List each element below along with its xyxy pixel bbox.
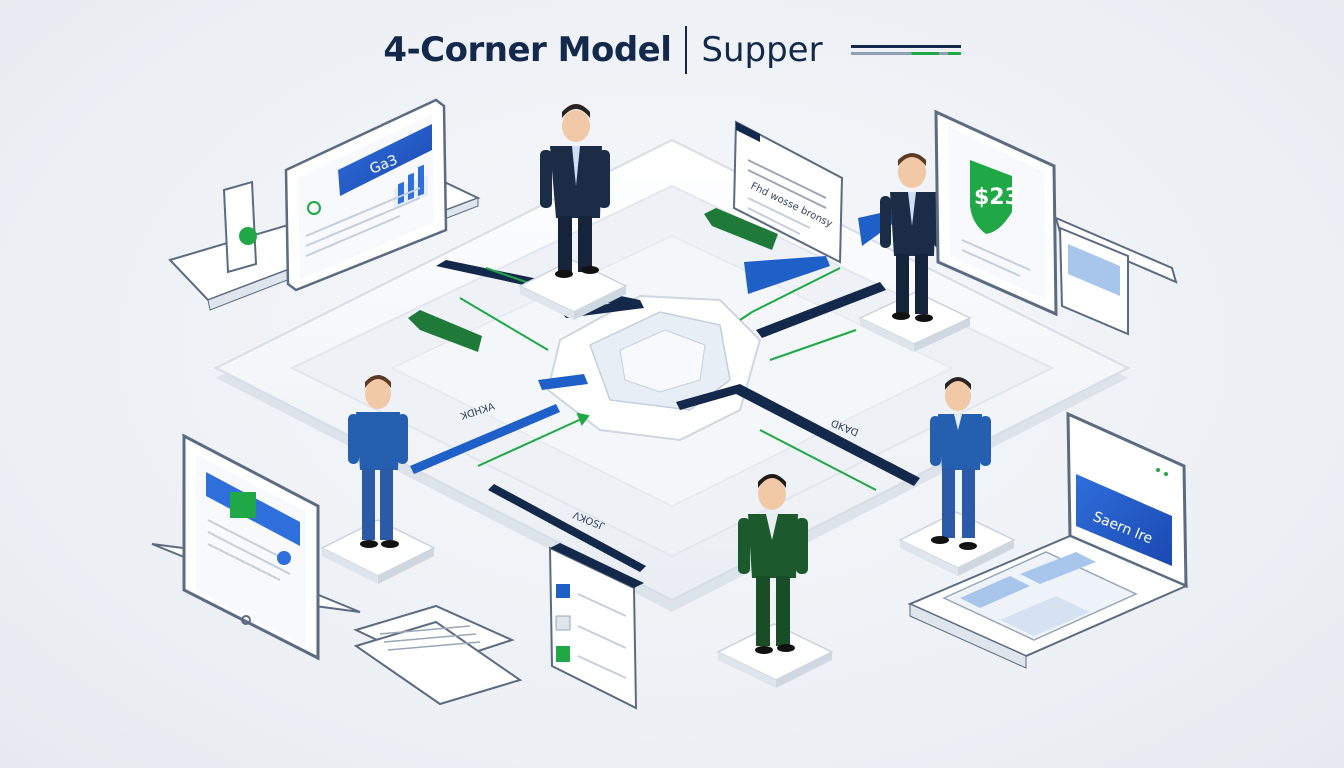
- price-badge: $23: [974, 185, 1020, 210]
- title-accent-lines: [850, 45, 961, 55]
- page-subtitle: Supper: [701, 30, 823, 70]
- pedestals: [320, 259, 1016, 688]
- device-bottomleft-tablet: [151, 433, 361, 661]
- price-shield-icon: [970, 160, 1012, 234]
- connector-bar-topright-blue: [744, 256, 830, 294]
- page-title: 4-Corner Model: [383, 30, 672, 70]
- title-divider: [685, 26, 688, 74]
- paper-stack: [353, 604, 523, 706]
- device-topright-tablet: $23: [934, 109, 1178, 336]
- connector-bar-topright: [756, 282, 886, 338]
- green-tags: [408, 208, 778, 352]
- device-bottomright-laptop: Saern lre: [907, 411, 1189, 669]
- document-top: Fhd wosse bronsy: [732, 120, 844, 264]
- device-topleft-laptop: GaЗ: [168, 98, 481, 311]
- person-right-suit: [880, 153, 945, 322]
- connector-bar-bottom: [488, 484, 646, 572]
- connector-bar-right: [676, 384, 920, 486]
- title-bar: 4-Corner Model Supper: [0, 22, 1344, 78]
- central-hub: [546, 294, 762, 442]
- flow-arrows: [459, 267, 877, 491]
- person-farright-blue: [930, 377, 991, 550]
- person-left-blue: [348, 375, 408, 548]
- device-bottom-phone: [548, 543, 644, 710]
- person-bottom-green: [738, 474, 808, 654]
- person-top-suit: [540, 104, 610, 278]
- green-tag-top: [704, 208, 778, 250]
- connector-bar-left: [410, 404, 560, 474]
- green-tag-left: [408, 310, 482, 352]
